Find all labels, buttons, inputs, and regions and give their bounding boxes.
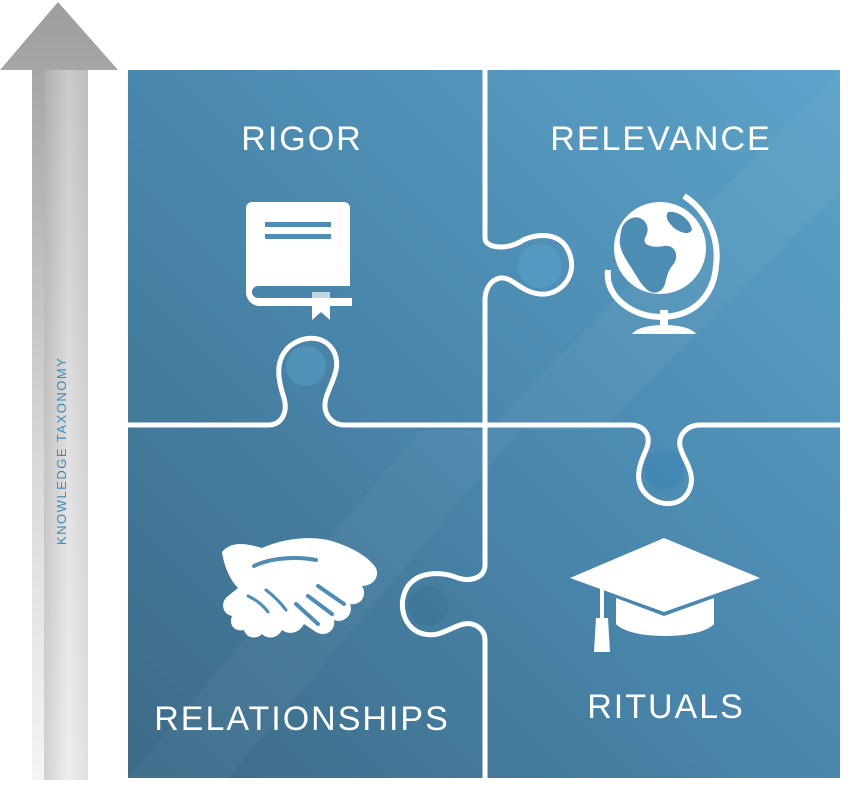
quadrant-label-relevance: RELEVANCE: [550, 120, 771, 158]
arrow-shaft-highlight: [44, 70, 88, 780]
puzzle-board: [128, 70, 840, 778]
axis-label: KNOWLEDGE TAXONOMY: [54, 357, 69, 545]
puzzle-seam-horizontal: [128, 335, 840, 506]
globe-icon: [604, 193, 720, 334]
handshake-icon: [222, 538, 378, 638]
knowledge-taxonomy-arrow: KNOWLEDGE TAXONOMY: [0, 2, 118, 780]
book-icon: [245, 202, 352, 320]
quadrant-label-rigor: RIGOR: [241, 120, 362, 158]
graduation-cap-icon: [570, 538, 760, 652]
quadrant-label-rituals: RITUALS: [587, 688, 745, 726]
puzzle-seam-vertical: [399, 70, 575, 778]
quadrant-label-relationships: RELATIONSHIPS: [154, 700, 450, 738]
